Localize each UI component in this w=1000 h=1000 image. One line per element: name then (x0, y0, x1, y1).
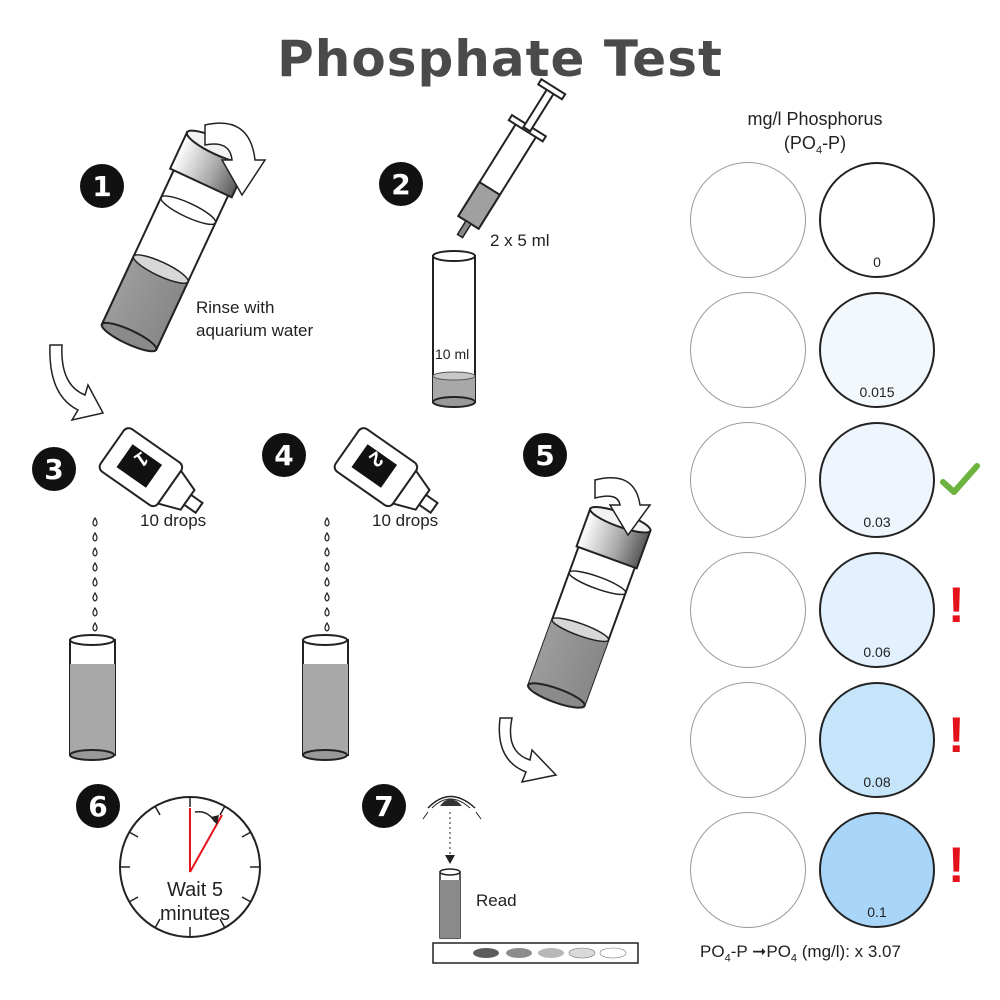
rotate-arrow-icon (204, 122, 267, 197)
heading-line1: mg/l Phosphorus (747, 109, 883, 129)
sample-circle (690, 162, 806, 278)
conversion-formula: PO4-P ➞PO4 (mg/l): x 3.07 (700, 942, 960, 964)
formula-sub2: 4 (790, 952, 798, 965)
sample-circle (690, 812, 806, 928)
step-4-tube (302, 634, 349, 761)
reference-color-circle: 0.03 (819, 422, 935, 538)
sample-circle (690, 552, 806, 668)
reference-value: 0.08 (863, 774, 891, 790)
page-title: Phosphate Test (277, 30, 723, 88)
comparator-block (432, 942, 639, 964)
step-3-bottle (98, 427, 204, 515)
step-4-badge: 4 (262, 433, 306, 477)
warning-icon: ! (948, 707, 965, 763)
step-7-vial (439, 868, 461, 939)
warning-icon: ! (948, 837, 965, 893)
formula-po2: PO (766, 942, 791, 961)
step-2-syringe (456, 77, 567, 239)
reference-value: 0 (873, 254, 881, 270)
step-4-drops-label: 10 drops (372, 511, 439, 530)
reference-color-circle: 0 (819, 162, 935, 278)
step-3-badge: 3 (32, 447, 76, 491)
down-arrow-icon (445, 855, 455, 864)
step-5-badge: 5 (523, 433, 567, 477)
heading-po: (PO (783, 133, 816, 154)
step-3-drops-label: 10 drops (140, 511, 207, 530)
rinse-text-line2: aquarium water (196, 321, 314, 340)
step-1-badge: 1 (80, 164, 124, 208)
formula-sub1: 4 (724, 952, 731, 965)
step-7-badge: 7 (362, 784, 406, 828)
shake-arrow-icon (594, 477, 652, 537)
reference-color-circle: 0.1 (819, 812, 935, 928)
checkmark-icon (940, 463, 980, 495)
reference-color-circle: 0.06 (819, 552, 935, 668)
step-5-vial (526, 505, 652, 709)
wait-line1: Wait 5 (167, 879, 223, 901)
return-arrow-icon (498, 717, 558, 784)
step-1-vial (100, 129, 250, 353)
step-2-tube (432, 250, 476, 408)
heading-p: -P) (822, 133, 847, 154)
sample-circle (690, 292, 806, 408)
sample-circle (690, 422, 806, 538)
reference-color-circle: 0.08 (819, 682, 935, 798)
heading-line2: (PO4-P) (690, 131, 940, 158)
rinse-text-line1: Rinse with (196, 298, 275, 317)
step-3-tube (69, 634, 116, 761)
reference-value: 0.015 (859, 384, 895, 400)
arrow-icon: ➞ (752, 942, 767, 961)
color-chart-heading: mg/l Phosphorus (PO4-P) (690, 107, 940, 159)
eye-icon (422, 795, 482, 820)
reference-value: 0.1 (867, 904, 887, 920)
tube-volume-mark: 10 ml (435, 346, 470, 362)
pour-arrow-icon (49, 344, 105, 422)
warning-icon: ! (948, 577, 965, 633)
formula-factor: (mg/l): x 3.07 (797, 942, 901, 961)
formula-p: -P (730, 942, 753, 961)
timer-clock (119, 796, 261, 938)
wait-line2: minutes (159, 903, 231, 925)
step-6-badge: 6 (76, 784, 120, 828)
reference-color-circle: 0.015 (819, 292, 935, 408)
reference-value: 0.06 (863, 644, 891, 660)
sample-circle (690, 682, 806, 798)
wait-text: Wait 5 minutes (120, 878, 270, 926)
reference-value: 0.03 (863, 514, 891, 530)
syringe-volume-label: 2 x 5 ml (490, 231, 550, 250)
step-4-bottle (333, 427, 439, 515)
heading-sub: 4 (815, 144, 823, 157)
formula-po: PO (700, 942, 725, 961)
step-2-badge: 2 (379, 162, 423, 206)
read-label: Read (476, 891, 517, 910)
